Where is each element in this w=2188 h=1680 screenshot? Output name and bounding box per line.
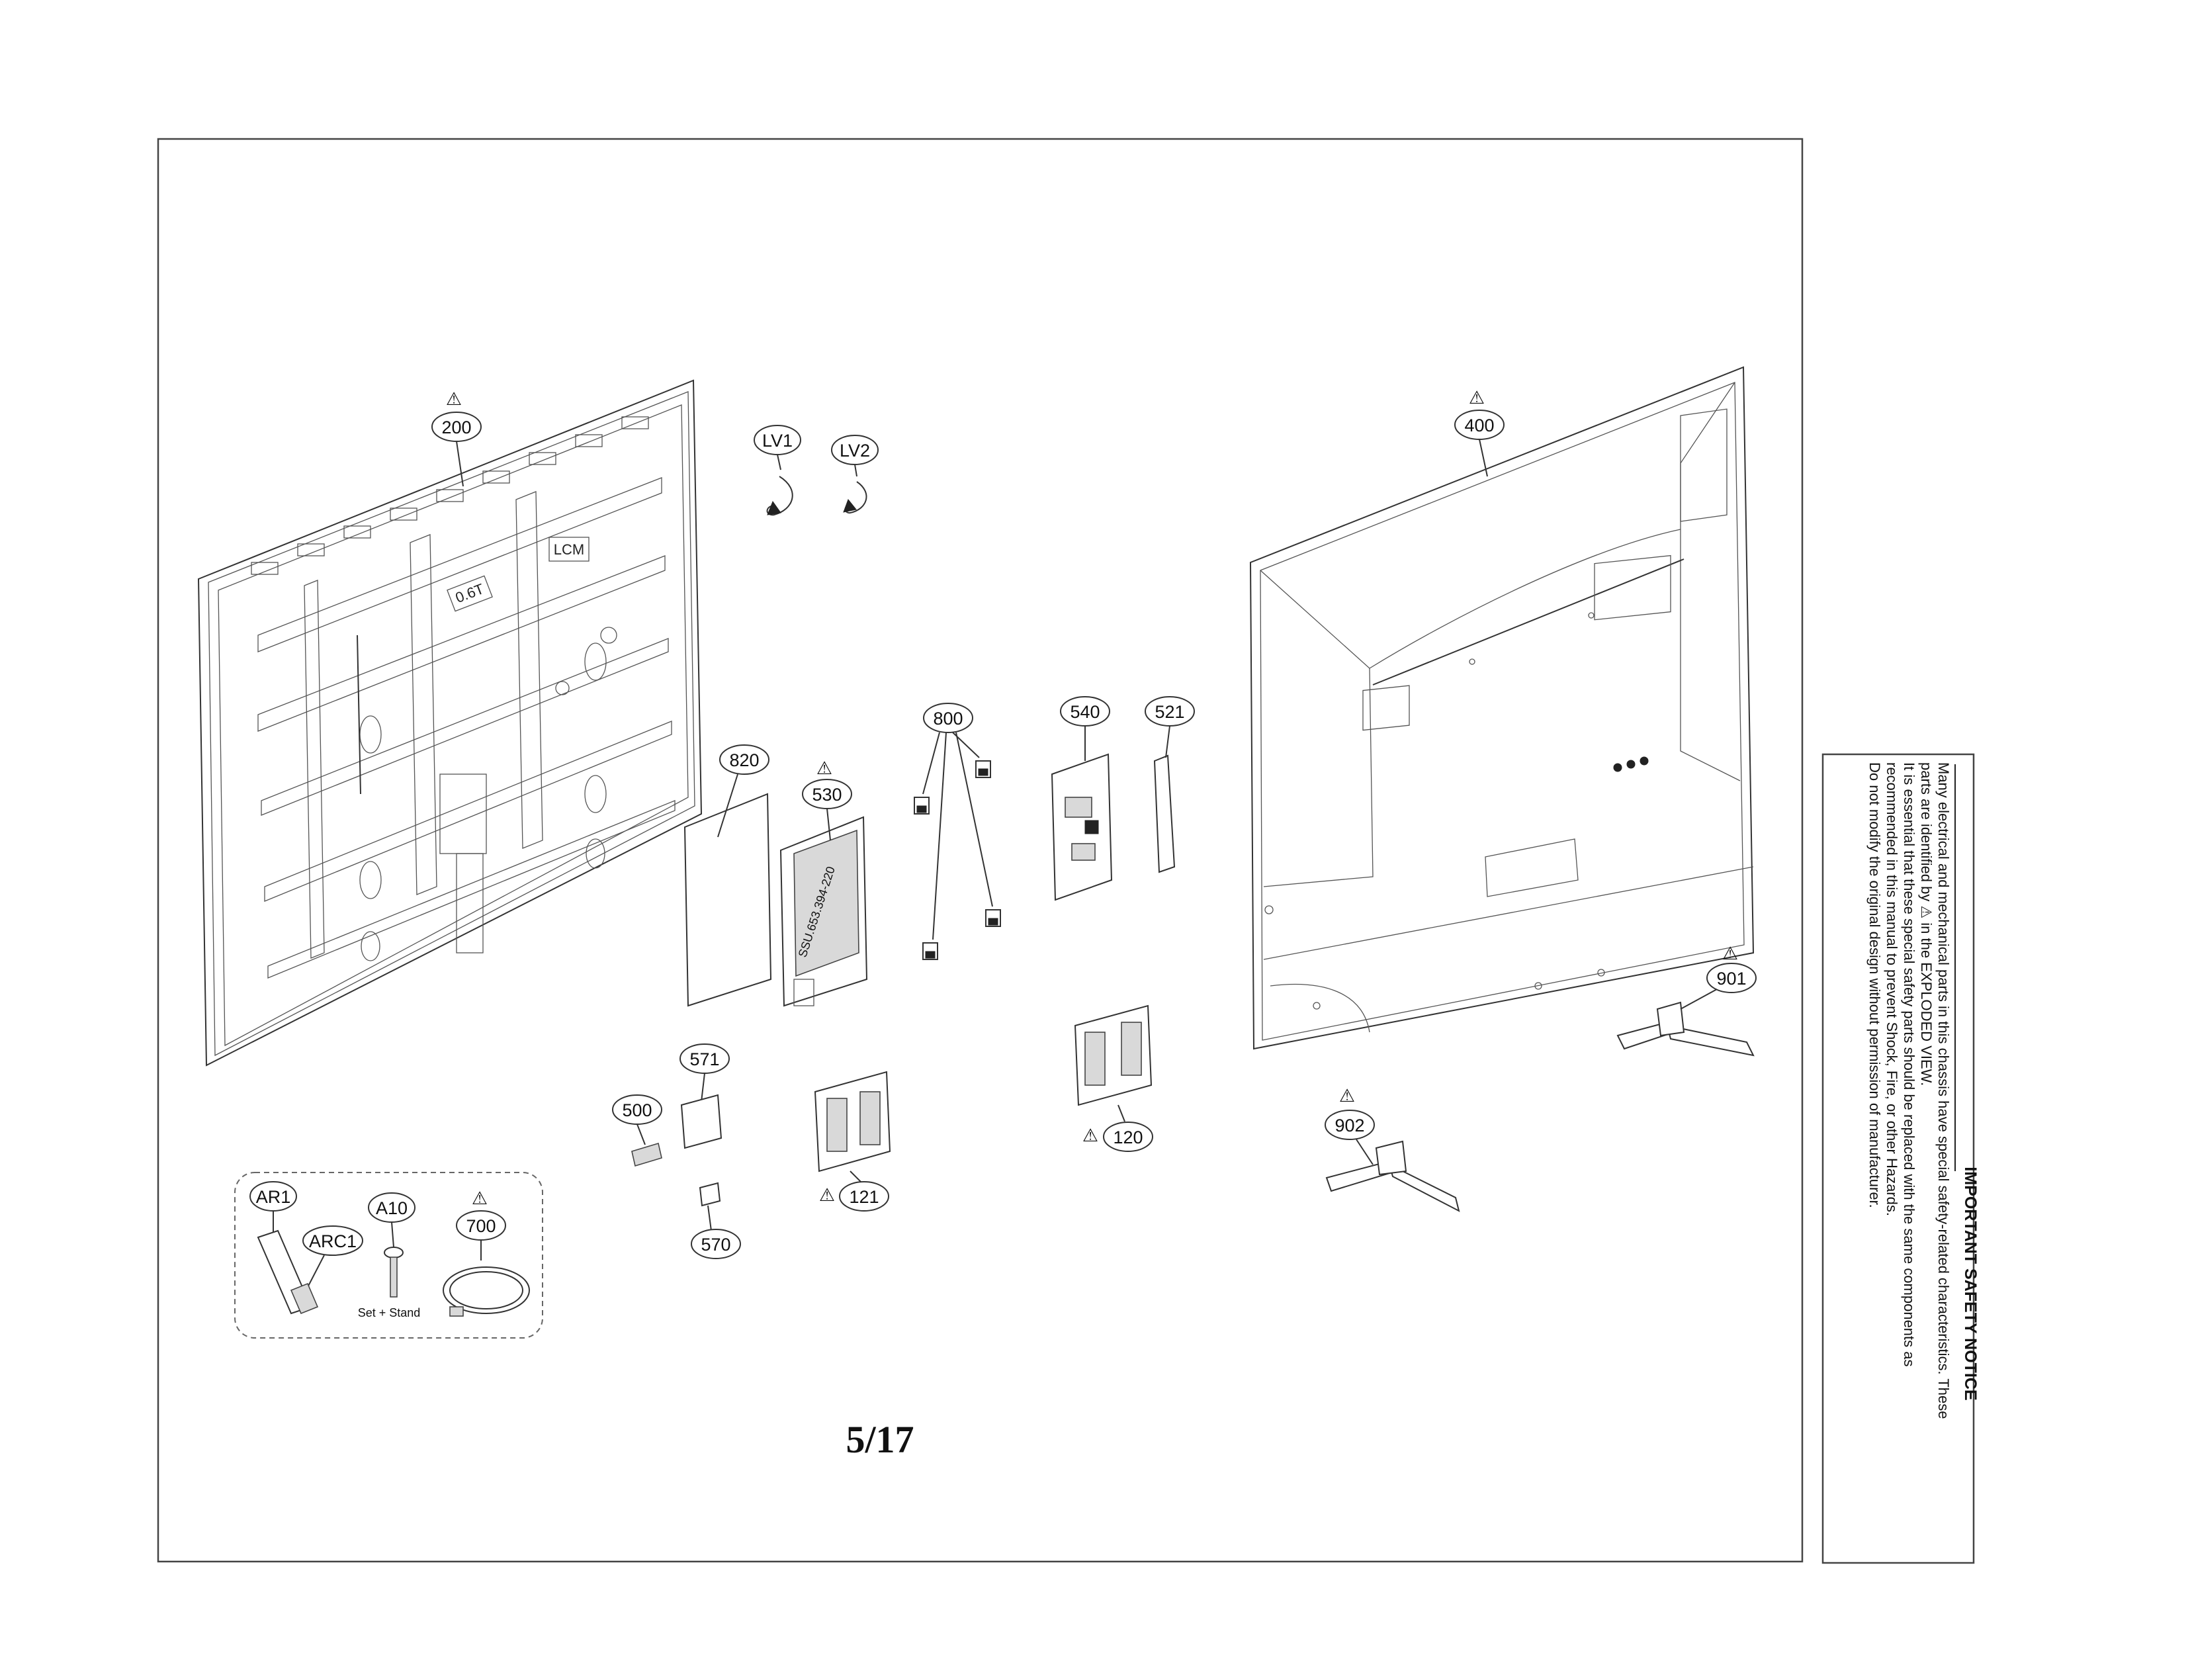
callout-530-label: 530	[812, 785, 842, 805]
warning-icon: ⚠	[1469, 388, 1485, 408]
callout-200-label: 200	[441, 418, 471, 437]
safety-notice-line-5: Do not modify the original design withou…	[1866, 762, 1883, 1208]
ir-board-500	[631, 1142, 662, 1167]
callout-570-label: 570	[701, 1235, 730, 1255]
back-cover-400	[1249, 366, 1755, 1050]
safety-notice-title: IMPORTANT SAFETY NOTICE	[1961, 1167, 1980, 1400]
safety-notice: IMPORTANT SAFETY NOTICE Many electrical …	[1821, 753, 1980, 1564]
safety-notice-line-1: Many electrical and mechanical parts in …	[1935, 762, 1952, 1419]
callout-521-label: 521	[1155, 702, 1184, 722]
lcd-panel-200: LCM 0.6T	[197, 379, 703, 1067]
callout-121	[839, 1181, 889, 1212]
callout-ar1-label: AR1	[256, 1187, 291, 1207]
key-board-571	[680, 1094, 722, 1149]
callout-901	[1706, 963, 1757, 993]
callout-800-label: 800	[933, 709, 963, 729]
warning-icon: ⚠	[816, 758, 832, 778]
warning-icon: ⚠	[472, 1188, 488, 1208]
callout-540-label: 540	[1070, 702, 1100, 722]
callout-a10-label: A10	[376, 1198, 408, 1218]
warning-icon: ⚠	[819, 1185, 835, 1205]
callout-121-label: 121	[849, 1187, 879, 1207]
safety-notice-line-2: parts are identified by ⚠ in the EXPLODE…	[1918, 762, 1935, 1086]
callout-arc1	[302, 1225, 363, 1256]
battery-arc1	[290, 1282, 319, 1315]
callout-570	[691, 1229, 741, 1259]
callout-lv2-label: LV2	[840, 441, 870, 461]
bracket-570	[699, 1182, 721, 1207]
power-board-530: SSU.653.394-220	[779, 816, 868, 1007]
accessory-box	[234, 1172, 543, 1339]
warning-icon: ⚠	[1082, 1126, 1098, 1145]
lv1-cable-icon	[766, 476, 793, 516]
lcm-label: LCM	[554, 541, 584, 558]
callout-820-label: 820	[729, 750, 759, 770]
safety-notice-line-3: It is essential that these special safet…	[1901, 762, 1917, 1367]
callout-902-label: 902	[1335, 1116, 1364, 1135]
callout-500-label: 500	[622, 1100, 652, 1120]
diagram-frame	[157, 138, 1804, 1563]
callout-820	[719, 744, 769, 775]
safety-notice-line-4: recommended in this manual to prevent Sh…	[1884, 762, 1900, 1216]
sheet-820	[683, 793, 772, 1007]
speaker-121	[814, 1071, 891, 1172]
stand-902	[1325, 1140, 1460, 1212]
bracket-800	[914, 760, 1001, 960]
callout-700-label: 700	[466, 1216, 496, 1236]
callout-arc1-label: ARC1	[309, 1231, 357, 1251]
accessory-caption: Set + Stand	[358, 1306, 421, 1319]
warning-icon: ⚠	[1339, 1086, 1355, 1106]
callout-571-label: 571	[689, 1049, 719, 1069]
callout-120	[1103, 1122, 1153, 1152]
callout-lv1-label: LV1	[762, 431, 793, 451]
warning-icon: ⚠	[446, 389, 462, 409]
main-board-540	[1051, 753, 1113, 901]
stand-901	[1616, 1001, 1755, 1057]
bracket-521	[1153, 754, 1176, 873]
warning-icon: ⚠	[1722, 944, 1738, 963]
callout-800	[923, 703, 973, 733]
callout-400-label: 400	[1464, 416, 1494, 435]
callout-901-label: 901	[1716, 969, 1746, 989]
speaker-120	[1074, 1004, 1153, 1106]
screw-a10	[384, 1247, 404, 1298]
page-number: 5/17	[846, 1418, 914, 1461]
callout-120-label: 120	[1113, 1127, 1143, 1147]
callout-902	[1325, 1110, 1375, 1140]
power-cord-700	[443, 1266, 530, 1317]
